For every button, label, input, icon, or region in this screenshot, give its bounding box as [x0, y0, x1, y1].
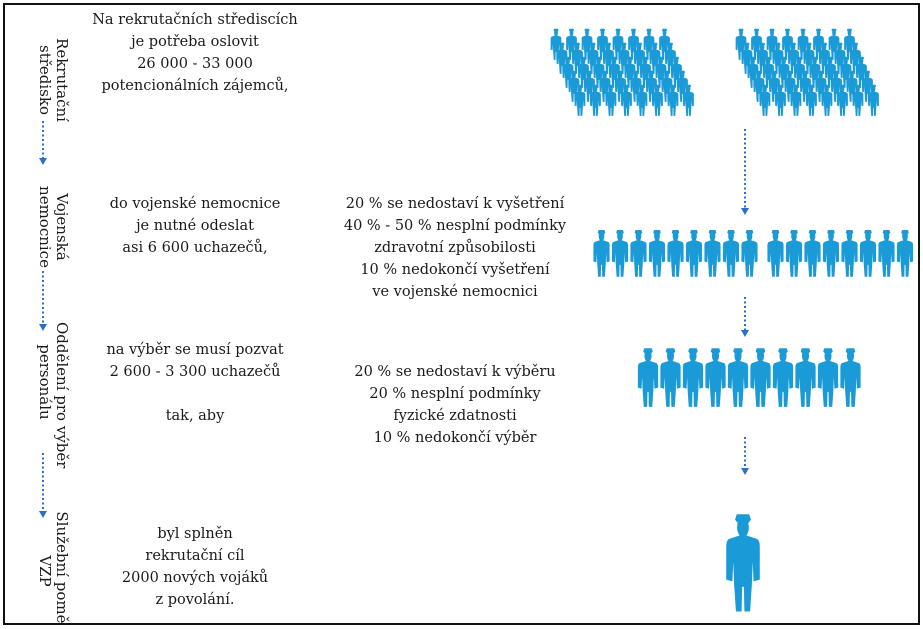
- person-silhouette-icon: [785, 230, 803, 277]
- dotted-arrow-down-icon: [741, 437, 749, 475]
- person-silhouette-icon: [741, 230, 758, 277]
- recruitment-funnel-diagram: Rekrutační středisko Vojenská nemocnice …: [3, 3, 920, 625]
- person-silhouette-icon: [726, 514, 760, 612]
- dotted-arrow-down-icon: [741, 129, 749, 215]
- person-silhouette-icon: [859, 230, 877, 277]
- person-silhouette-icon: [840, 348, 861, 407]
- dotted-arrow-down-icon: [741, 297, 749, 337]
- person-silhouette-icon: [611, 230, 629, 277]
- dotted-arrow-down-icon: [39, 121, 47, 165]
- selection-attrition-text: 20 % se nedostaví k výběru 20 % nesplní …: [354, 364, 556, 446]
- person-silhouette-icon: [704, 230, 721, 277]
- person-silhouette-icon: [817, 348, 839, 407]
- person-silhouette-icon: [722, 230, 740, 277]
- person-silhouette-icon: [630, 230, 647, 277]
- person-silhouette-icon: [772, 348, 794, 407]
- person-silhouette-icon: [795, 348, 816, 407]
- person-silhouette-icon: [705, 348, 726, 407]
- person-silhouette-icon: [804, 230, 821, 277]
- person-silhouette-icon: [878, 230, 895, 277]
- person-silhouette-icon: [648, 230, 666, 277]
- hospital-text: do vojenské nemocnice je nutné odeslat a…: [109, 196, 281, 256]
- hospital-attrition-text: 20 % se nedostaví k vyšetření 40 % - 50 …: [343, 196, 567, 300]
- person-silhouette-icon: [660, 348, 681, 407]
- selection-text: na výběr se musí pozvat 2 600 - 3 300 uc…: [106, 342, 284, 424]
- service-text: byl splněn rekrutační cíl 2000 nových vo…: [121, 526, 269, 608]
- dotted-arrow-down-icon: [39, 271, 47, 331]
- dotted-arrow-down-icon: [39, 453, 47, 518]
- person-silhouette-icon: [750, 348, 771, 407]
- person-silhouette-icon: [767, 230, 784, 277]
- person-silhouette-icon: [841, 230, 858, 277]
- person-silhouette-icon: [685, 230, 703, 277]
- person-silhouette-icon: [896, 230, 914, 277]
- person-silhouette-icon: [682, 348, 704, 407]
- person-silhouette-icon: [593, 230, 610, 277]
- person-silhouette-icon: [822, 230, 840, 277]
- person-silhouette-icon: [637, 348, 659, 407]
- person-silhouette-icon: [727, 348, 749, 407]
- recruitment-text: Na rekrutačních střediscích je potřeba o…: [92, 12, 298, 94]
- figures-and-arrows: [39, 28, 914, 612]
- person-silhouette-icon: [667, 230, 684, 277]
